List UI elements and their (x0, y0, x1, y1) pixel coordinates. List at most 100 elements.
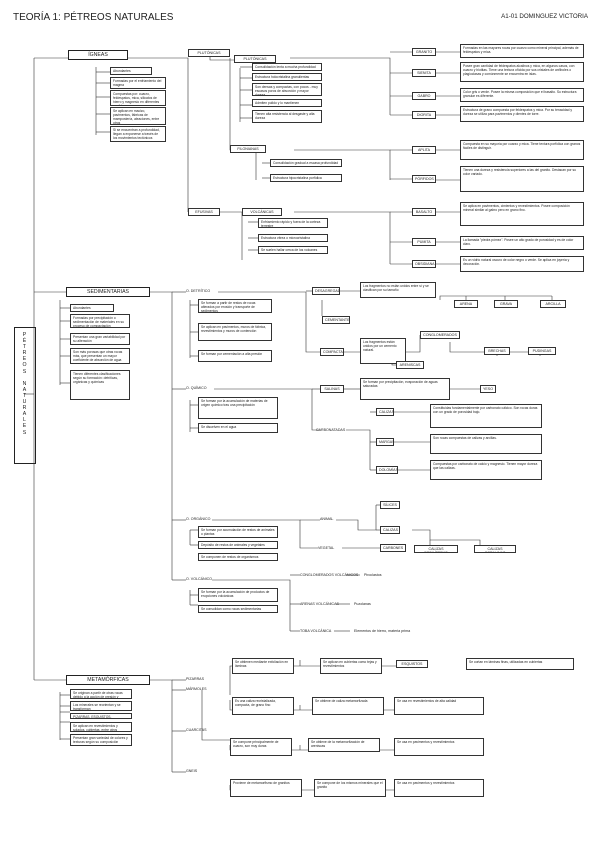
detritico-note: Se forman a partir de restos de rocas al… (198, 299, 272, 313)
igneas-note: Compuestas por: cuarzo, feldespatos, mic… (110, 90, 166, 106)
quimico-note: Se forman por la acumulación de materias… (198, 397, 278, 419)
plutonicas-sub-node: PLUTÓNICAS (234, 55, 276, 63)
sand-arcilla: ARCILLA (540, 300, 566, 308)
calizas-description: Constituidas fundamentalmente por carbon… (430, 404, 542, 428)
pudingas-node: PUDINGAS (528, 347, 556, 355)
page-title: TEORÍA 1: PÉTREOS NATURALES (13, 12, 174, 23)
plutonicas-note: Son densas y compactas, con pocos - muy … (252, 83, 322, 96)
sedimentarias-note: Tienen diferentes clasificaciones según … (70, 370, 130, 400)
rock-description: La llamada "piedra pómez". Posee un alto… (460, 236, 584, 250)
sand-grava: GRAVA (494, 300, 518, 308)
plutonicas-note: Consolidación lenta a mucha profundidad (252, 63, 322, 71)
marmoles-note: Es una caliza recristalizada, compacta, … (232, 697, 294, 715)
carbones-node: CARBONES (380, 544, 406, 552)
gneis-node: GNEIS (186, 769, 198, 773)
rock-gabro: GABRO (412, 92, 436, 100)
toba-volcanica-node: TOBA VOLCÁNICA (300, 629, 332, 633)
sedimentarias-note: Son más porosas que otras rocas más, que… (70, 348, 130, 364)
main-category-label: P É T R E O S N A T U R A L E S (22, 332, 28, 436)
salinas-description: Se forman por precipitación, evaporación… (360, 378, 450, 400)
igneas-note: Formadas por el enfriamiento del magma (110, 77, 166, 89)
quimico-note: Se disuelven en el agua (198, 423, 278, 433)
detritico-note: Se forman por cementación a alta presión (198, 350, 272, 362)
conglomerados-volcanicos-node: CONGLOMERADOS VOLCÁNICOS (300, 573, 359, 577)
metamorficas-header: METAMÓRFICAS (66, 675, 150, 685)
puzolanas-label: Puzolanas (354, 602, 371, 606)
author-label: A1-01 DOMINGUEZ VICTORIA (501, 13, 588, 20)
gneis-note: Proviene de metamorfismo de granitos (230, 779, 302, 797)
rock-sienita: SIENITA (412, 69, 436, 77)
filonianas-node: FILONIANAS (230, 145, 266, 153)
organico-note: Depósito de restos de animales y vegetal… (198, 541, 278, 549)
rock-porfidos: PÓRFIDOS (412, 175, 436, 183)
gneis-note: Se compone de los mismos minerales que e… (314, 779, 386, 797)
rock-description: Es un vidrio natural oscuro de color neg… (460, 256, 584, 272)
compactas-description: Los fragmentos están unidos por un cemen… (360, 338, 406, 364)
organico-note: Se forman por acumulación de restos de a… (198, 526, 278, 538)
pizarras-note: Se aplican en cubiertas como tejas y rev… (320, 658, 382, 674)
volcanicas-note: Se suelen hallar cerca de los volcanes (258, 246, 328, 254)
toba-description: Elementos de hierro, materia prima (354, 629, 411, 633)
vegetal-node: VEGETAL (318, 546, 335, 550)
yeso-node: YESO (480, 385, 496, 393)
volcanico-node: O. VOLCÁNICO (186, 577, 212, 581)
detritico-node: O. DETRÍTICO (186, 289, 211, 293)
pizarras-note: Se obtienen mediante exfoliación en lámi… (232, 658, 294, 674)
metamorficas-note: Los minerales se reorientan y se transfo… (70, 701, 132, 711)
dolomias-description: Compuestas por carbonato de calcio y mag… (430, 460, 542, 480)
silices-node: SÍLICES (380, 501, 400, 509)
cuarcitas-note: Se obtiene de la metamorfización de aren… (308, 738, 380, 752)
rock-diorita: DIORITA (412, 111, 436, 119)
metamorficas-note: Presentan gran variedad de colores y tex… (70, 734, 132, 746)
cuarcitas-note: Se usa en pavimentos y revestimientos (394, 738, 484, 756)
cuarcitas-note: Se compone principalmente de cuarzo, son… (230, 738, 292, 756)
marmoles-node: MÁRMOLES (186, 687, 207, 691)
volcanicas-node: VOLCÁNICAS (242, 208, 282, 216)
rock-description: Tienen una dureza y resistencia superior… (460, 166, 584, 192)
carbonatadas-node: CARBONATADAS (316, 428, 346, 432)
rock-description: Formadas en las mayores rocas por cuarzo… (460, 44, 584, 58)
rock-description: Compuesta en su mayoría por cuarzo y mic… (460, 140, 584, 160)
metamorficas-note: Se aplican en revestimientos y solados, … (70, 722, 132, 732)
esquistos-node: ESQUISTOS (396, 660, 428, 668)
arenas-volcanicas-node: ARENAS VOLCÁNICAS (300, 602, 339, 606)
salinas-node: SALINAS (320, 385, 344, 393)
volcanicas-note: Estructura vítrea o microcristalina (258, 234, 328, 242)
rock-granito: GRANITO (412, 48, 436, 56)
sedimentarias-note: Presentan una gran variabilidad por su a… (70, 333, 130, 345)
desagregadas-description: Los fragmentos no están unidos entre sí … (360, 282, 436, 298)
marmoles-note: Se usa en revestimientos de alta calidad (394, 697, 484, 715)
cuarcitas-node: CUARCITAS (186, 728, 207, 732)
igneas-note: Si se encuentran a profundidad, llegan a… (110, 126, 166, 142)
filonianas-note: Estructura hipocristalina porfídica (270, 174, 342, 182)
calizas-organic-node: CALIZAS (380, 526, 400, 534)
sedimentarias-header: SEDIMENTARIAS (66, 287, 150, 297)
plutonicas-node: PLUTÓNICAS (188, 49, 230, 57)
volcanico-note: Se consolidan como rocas sedimentarias (198, 605, 278, 613)
plutonicas-note: Estructura holocristalina granulientas (252, 73, 322, 81)
calizas-coralinas-node: CALIZAS CORALINAS (474, 545, 516, 553)
rock-basalto: BASALTO (412, 208, 436, 216)
calizas-node: CALIZAS (376, 408, 394, 416)
efusivas-node: EFUSIVAS (188, 208, 220, 216)
filonianas-note: Consolidación gradual a escasa profundid… (270, 159, 342, 167)
areniscas-node: ARENISCAS (396, 361, 424, 369)
piroclastos-label: Piroclastos (364, 573, 382, 577)
igneas-note: Abundantes (110, 67, 152, 75)
desagregadas-node: DESAGREGADAS (312, 287, 340, 295)
rock-description: Estructura de grano compuesta por feldes… (460, 106, 584, 122)
rock-obsidiana: OBSIDIANA (412, 260, 436, 268)
conglomerados-node: CONGLOMERADOS (420, 331, 460, 339)
margas-node: MARGAS (376, 438, 394, 446)
compactas-node: COMPACTAS (320, 348, 344, 356)
metamorficas-note: Se originan a partir de otras rocas debi… (70, 689, 132, 699)
organico-node: O. ORGÁNICO (186, 517, 211, 521)
igneas-header: ÍGNEAS (68, 50, 128, 60)
plutonicas-note: Tienen alta resistencia al desgaste y al… (252, 110, 322, 123)
plutonicas-note: Admiten pulido y lo mantienen (252, 99, 322, 107)
sand-arena: ARENA (454, 300, 478, 308)
calizas-fosiliferas-node: CALIZAS FOSILÍFERAS (414, 545, 458, 553)
volcanicas-note: Enfriamiento rápido y fuera de la cortez… (258, 218, 328, 228)
metamorficas-note: PIZARRAS, ESQUISTOS, MÁRMOLES (70, 713, 132, 719)
detritico-note: Se aplican en pavimentos, muros de fábri… (198, 323, 272, 341)
